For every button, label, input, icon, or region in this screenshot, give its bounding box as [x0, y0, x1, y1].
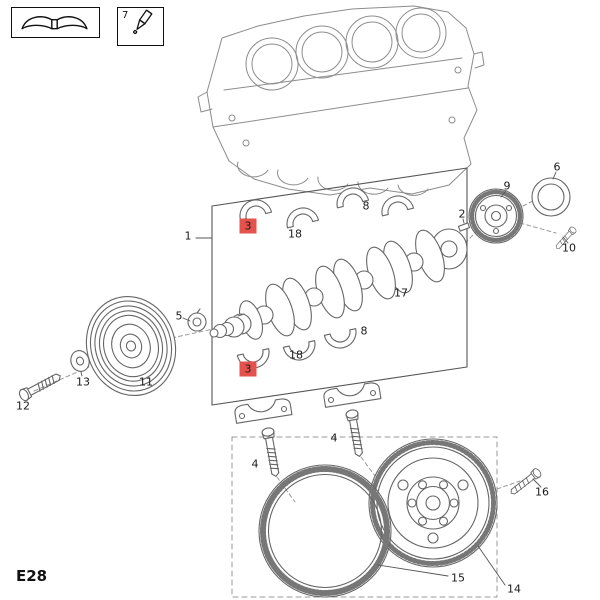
ring-gear [258, 464, 392, 598]
flywheel [368, 438, 498, 568]
crankshaft [209, 228, 468, 340]
callout-3-lower[interactable]: 3 [239, 361, 257, 377]
cap-bolt [345, 409, 363, 457]
flywheel-bolt [510, 468, 542, 495]
upper-bearing-shells [239, 187, 415, 229]
legend-number: 7 [122, 10, 129, 21]
callout-4-right[interactable]: 4 [330, 431, 338, 445]
crankshaft-key [457, 222, 471, 232]
callout-3-upper[interactable]: 3 [239, 218, 257, 234]
engine-block [197, 5, 485, 196]
reluctor-ring [468, 188, 524, 244]
callout-2[interactable]: 2 [458, 207, 466, 221]
manual-reference-box [11, 7, 100, 38]
flywheel-group-box [231, 436, 498, 598]
callout-8-upper[interactable]: 8 [362, 199, 370, 213]
thrust-washer [187, 308, 207, 332]
callout-18-lower[interactable]: 18 [289, 348, 303, 362]
callout-pointer-lines [80, 171, 569, 586]
callout-8-lower[interactable]: 8 [360, 324, 368, 338]
callout-5[interactable]: 5 [175, 309, 183, 323]
callout-9[interactable]: 9 [503, 179, 511, 193]
callout-14[interactable]: 14 [507, 582, 521, 596]
bearing-shell [282, 340, 316, 361]
book-icon [21, 16, 88, 30]
callout-13[interactable]: 13 [76, 375, 90, 389]
rear-main-seal [531, 177, 571, 217]
ring-screw [555, 226, 577, 249]
main-bearing-cap [323, 382, 382, 408]
callout-1[interactable]: 1 [184, 229, 192, 243]
page-code-label: E28 [16, 567, 48, 585]
crankshaft-kit-box [195, 167, 468, 406]
bearing-shell [323, 328, 357, 349]
callout-18-upper[interactable]: 18 [288, 227, 302, 241]
callout-6[interactable]: 6 [553, 160, 561, 174]
callout-4-left[interactable]: 4 [251, 457, 259, 471]
callout-11[interactable]: 11 [139, 375, 153, 389]
crankshaft-pulley [85, 295, 177, 397]
main-bearing-cap [234, 398, 293, 424]
callout-16[interactable]: 16 [535, 485, 549, 499]
callout-12[interactable]: 12 [16, 399, 30, 413]
bearing-shell [286, 207, 320, 229]
bearing-shell [336, 187, 370, 209]
pulley-washer [70, 350, 90, 372]
pulley-bolt [18, 373, 61, 402]
callout-15[interactable]: 15 [451, 571, 465, 585]
callout-10[interactable]: 10 [562, 241, 576, 255]
bearing-shell [239, 199, 273, 221]
bearing-shell [381, 195, 415, 217]
sealant-note-box: 7 [117, 7, 164, 46]
sealant-applicator-icon [133, 9, 153, 35]
callout-17[interactable]: 17 [394, 286, 408, 300]
cap-bolt [261, 427, 280, 477]
